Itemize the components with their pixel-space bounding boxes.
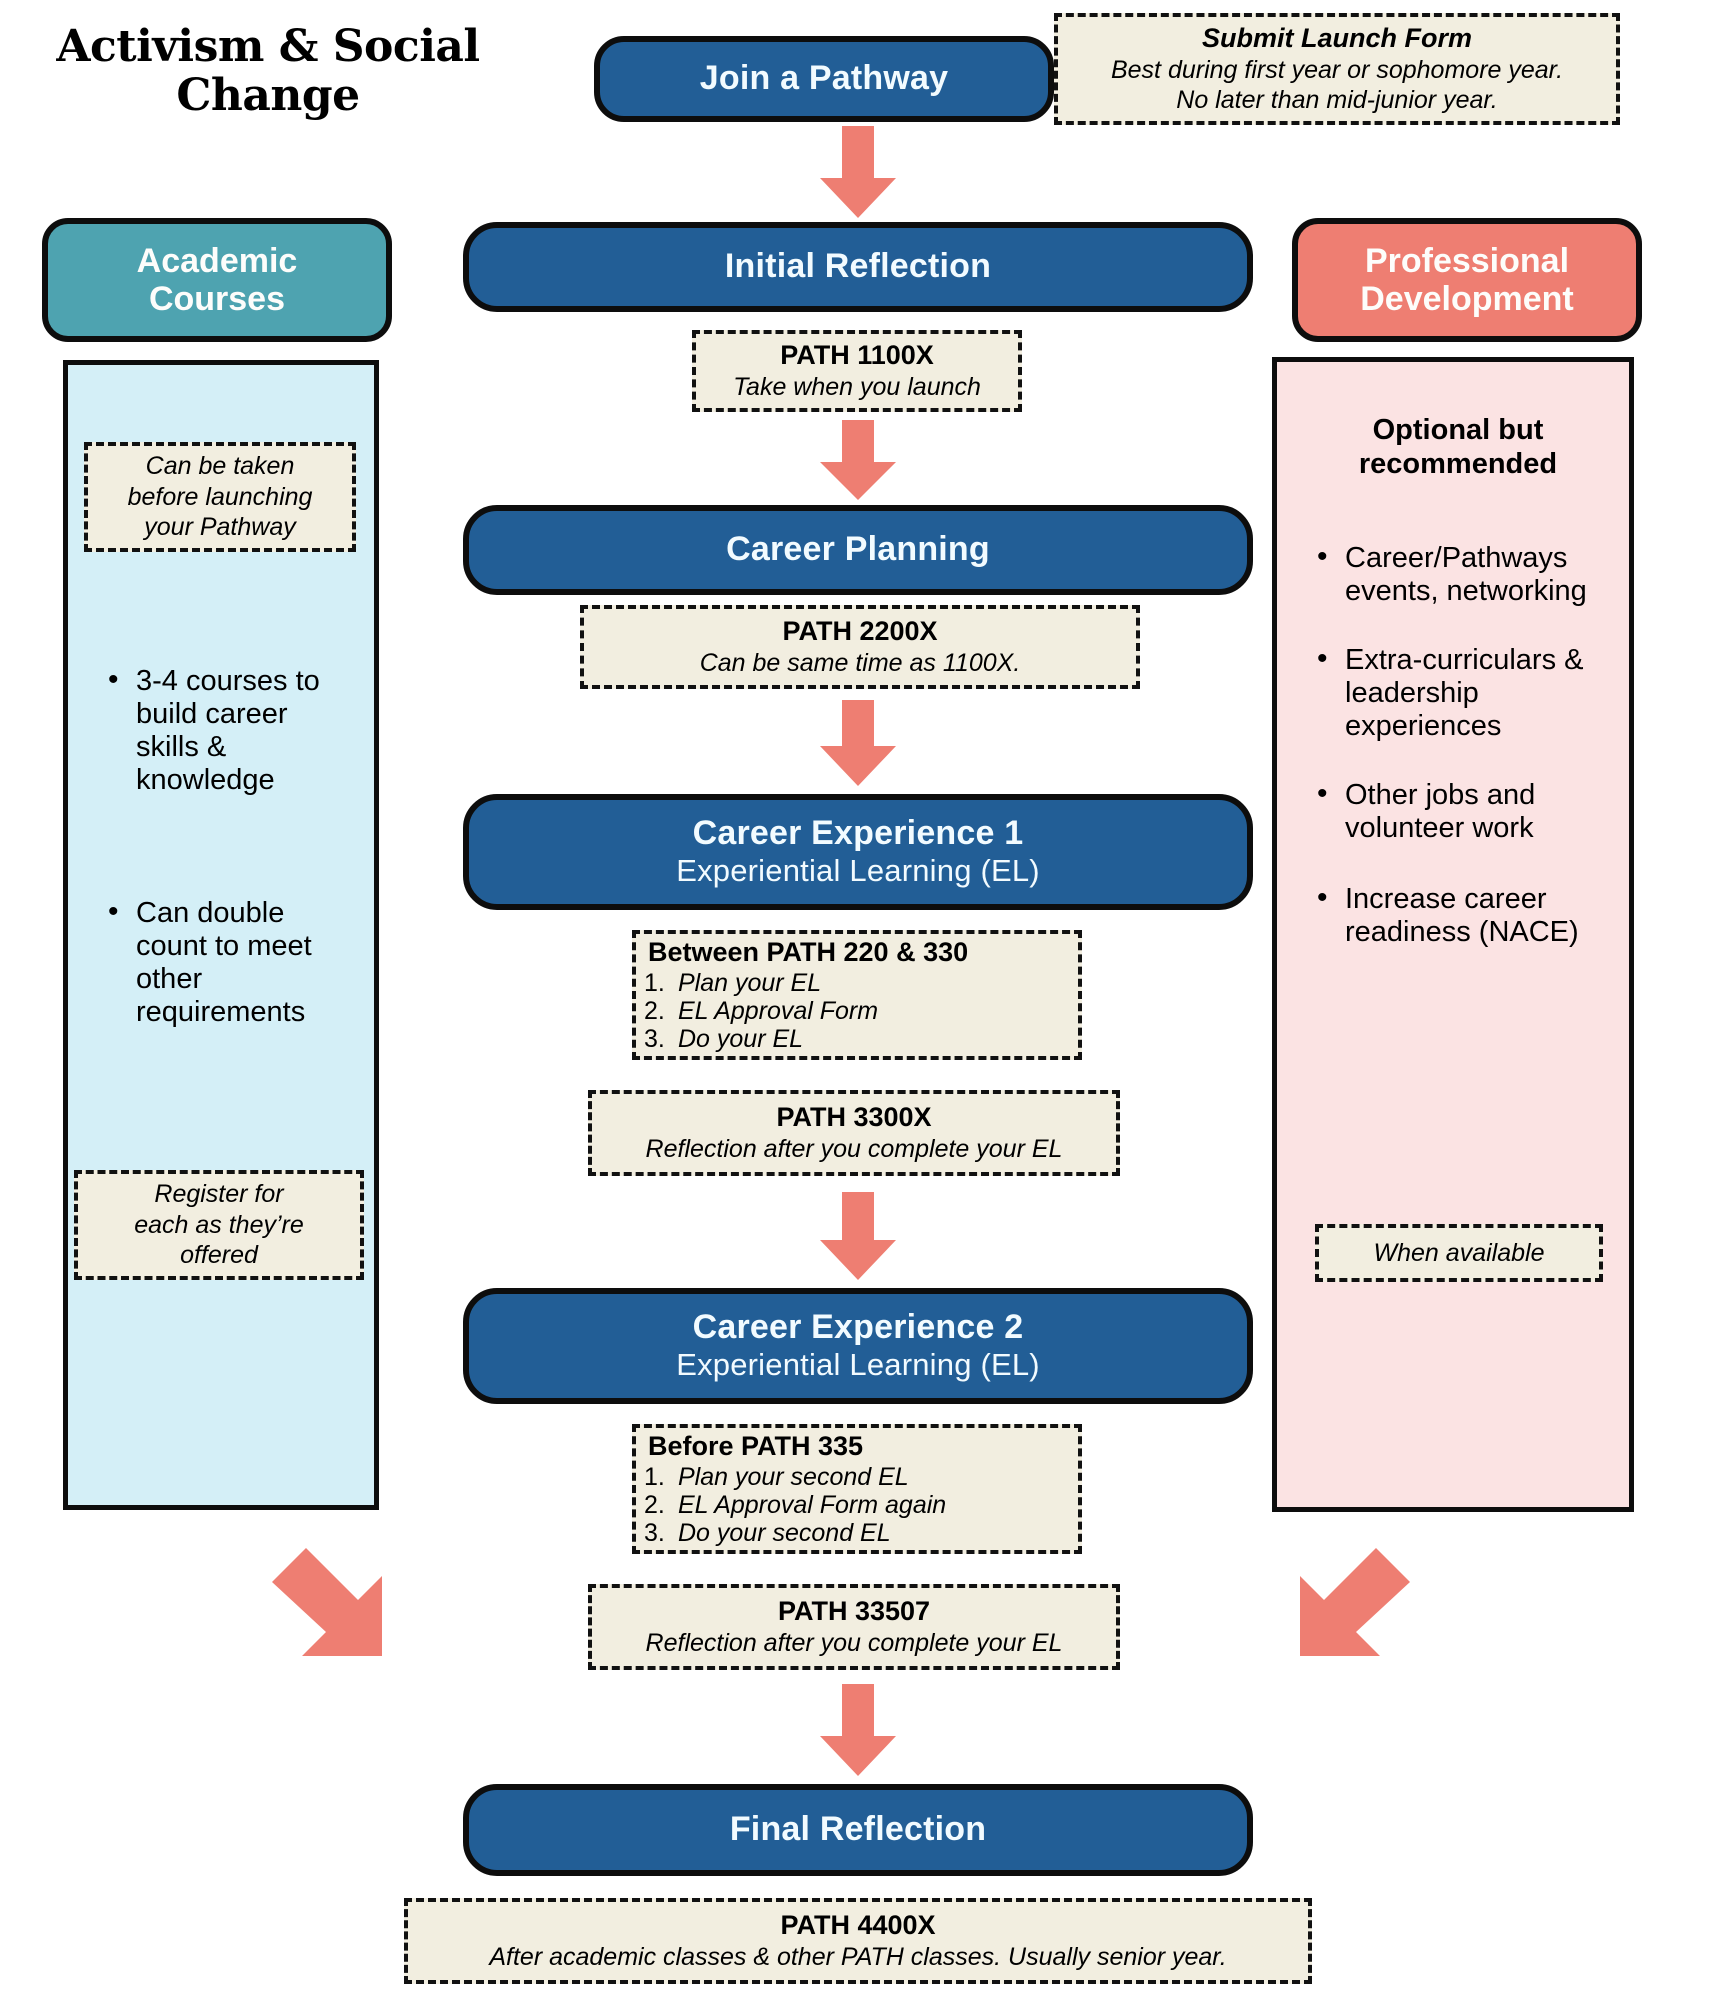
flow-box-title: Final Reflection	[729, 1810, 987, 1849]
callout-line-2: No later than mid-junior year.	[1176, 85, 1498, 114]
professional-subtitle-line1: Optional but	[1372, 414, 1544, 446]
callout-line-1: When available	[1373, 1238, 1545, 1267]
list-item: Increase career readiness (NACE)	[1311, 881, 1611, 949]
flow-box-join-a-pathway[interactable]: Join a Pathway	[594, 36, 1054, 122]
flow-box-subtitle: Experiential Learning (EL)	[676, 1346, 1040, 1382]
list-item: Other jobs and volunteer work	[1311, 777, 1611, 845]
professional-subtitle-line2: recommended	[1358, 447, 1558, 480]
flow-box-final-reflection[interactable]: Final Reflection	[463, 1784, 1253, 1876]
callout-line-3: offered	[180, 1241, 258, 1270]
list-number: 2.	[644, 1490, 665, 1519]
callout-path-2200x: PATH 2200X Can be same time as 1100X.	[580, 605, 1140, 689]
list-number: 3.	[644, 1518, 665, 1547]
list-item: 3-4 courses to build career skills & kno…	[102, 663, 352, 797]
list-item: Career/Pathways events, networking	[1311, 540, 1611, 608]
flow-box-title: Career Experience 1	[692, 814, 1024, 853]
arrow-diagonal-down-left-icon	[1300, 1548, 1410, 1656]
callout-before-path-335: Before PATH 335 1. Plan your second EL 2.…	[632, 1424, 1082, 1554]
flow-box-subtitle: Experiential Learning (EL)	[676, 852, 1040, 888]
list-item: 2. EL Approval Form again	[644, 1491, 1070, 1519]
column-header-line1: Academic	[136, 241, 298, 280]
callout-professional-when-available: When available	[1315, 1224, 1603, 1282]
column-header-line2: Courses	[148, 280, 286, 318]
list-item-label: EL Approval Form	[678, 996, 879, 1025]
arrow-down-icon-3	[820, 700, 896, 786]
callout-title: PATH 3300X	[776, 1102, 932, 1133]
callout-step-list: 1. Plan your second EL 2. EL Approval Form…	[644, 1463, 1070, 1547]
list-item: 2. EL Approval Form	[644, 997, 1070, 1025]
callout-line-1: Register for	[154, 1180, 284, 1209]
callout-subtitle: Reflection after you complete your EL	[645, 1134, 1063, 1163]
callout-title: Before PATH 335	[648, 1431, 864, 1462]
callout-line-1: Can be taken	[145, 452, 295, 481]
callout-academic-register: Register for each as they’re offered	[74, 1170, 364, 1280]
page-title-line1: Activism & Social	[56, 21, 480, 72]
column-body-academic-courses: Can be taken before launching your Pathw…	[63, 360, 379, 1510]
callout-title: PATH 2200X	[782, 616, 938, 647]
column-body-professional-development: Optional but recommended Career/Pathways…	[1272, 357, 1634, 1512]
list-number: 2.	[644, 996, 665, 1025]
callout-subtitle: Can be same time as 1100X.	[699, 648, 1021, 677]
callout-line-2: before launching	[127, 482, 313, 511]
list-item: 1. Plan your EL	[644, 969, 1070, 997]
column-header-professional-development: Professional Development	[1292, 218, 1642, 342]
callout-line-3: your Pathway	[144, 513, 296, 542]
column-header-line2: Development	[1360, 280, 1574, 318]
list-item: Extra-curriculars & leadership experienc…	[1311, 642, 1611, 743]
flow-box-title: Career Planning	[726, 530, 990, 569]
page-title-line2: Change	[176, 70, 360, 122]
callout-submit-launch-form: Submit Launch Form Best during first yea…	[1054, 13, 1620, 125]
professional-subtitle: Optional but recommended	[1277, 414, 1639, 481]
arrow-down-icon-4	[820, 1192, 896, 1280]
list-item: 1. Plan your second EL	[644, 1463, 1070, 1491]
list-item-label: Plan your second EL	[678, 1462, 909, 1491]
academic-bullet-list: 3-4 courses to build career skills & kno…	[102, 663, 352, 1029]
flow-box-title: Career Experience 2	[692, 1308, 1024, 1347]
list-item-label: EL Approval Form again	[678, 1490, 947, 1519]
callout-academic-before-launch: Can be taken before launching your Pathw…	[84, 442, 356, 552]
column-header-line1: Professional	[1364, 241, 1570, 280]
list-number: 1.	[644, 1462, 665, 1491]
callout-line-2: each as they’re	[134, 1210, 304, 1239]
list-item: 3. Do your second EL	[644, 1519, 1070, 1547]
callout-path-33507: PATH 33507 Reflection after you complete…	[588, 1584, 1120, 1670]
arrow-down-icon-2	[820, 420, 896, 500]
list-item-label: Do your EL	[678, 1024, 804, 1053]
flow-box-career-experience-2[interactable]: Career Experience 2 Experiential Learnin…	[463, 1288, 1253, 1404]
callout-subtitle: Take when you launch	[733, 372, 981, 401]
callout-subtitle: After academic classes & other PATH clas…	[489, 1942, 1227, 1971]
callout-title: PATH 4400X	[780, 1910, 936, 1941]
page-title: Activism & Social Change	[18, 22, 518, 121]
flow-box-initial-reflection[interactable]: Initial Reflection	[463, 222, 1253, 312]
flow-box-career-planning[interactable]: Career Planning	[463, 505, 1253, 595]
flow-box-title: Join a Pathway	[699, 59, 949, 98]
list-number: 3.	[644, 1024, 665, 1053]
column-header-academic-courses: Academic Courses	[42, 218, 392, 342]
list-number: 1.	[644, 968, 665, 997]
callout-subtitle: Reflection after you complete your EL	[645, 1628, 1063, 1657]
flow-box-career-experience-1[interactable]: Career Experience 1 Experiential Learnin…	[463, 794, 1253, 910]
callout-path-4400x: PATH 4400X After academic classes & othe…	[404, 1898, 1312, 1984]
arrow-down-icon-1	[820, 126, 896, 218]
callout-step-list: 1. Plan your EL 2. EL Approval Form 3. Do y…	[644, 969, 1070, 1053]
list-item-label: Do your second EL	[678, 1518, 891, 1547]
callout-title: PATH 33507	[777, 1596, 931, 1627]
list-item: Can double count to meet other requireme…	[102, 895, 352, 1029]
professional-bullet-list: Career/Pathways events, networking Extra…	[1311, 540, 1611, 949]
arrow-diagonal-down-right-icon	[272, 1548, 382, 1656]
callout-path-1100x: PATH 1100X Take when you launch	[692, 330, 1022, 412]
list-item-label: Plan your EL	[678, 968, 822, 997]
callout-line-1: Best during first year or sophomore year…	[1110, 55, 1564, 84]
flow-box-title: Initial Reflection	[724, 247, 992, 286]
arrow-down-icon-5	[820, 1684, 896, 1776]
list-item: 3. Do your EL	[644, 1025, 1070, 1053]
callout-title: Between PATH 220 & 330	[648, 937, 969, 968]
callout-title: PATH 1100X	[780, 340, 934, 371]
callout-between-path-220-330: Between PATH 220 & 330 1. Plan your EL 2.…	[632, 930, 1082, 1060]
callout-title: Submit Launch Form	[1202, 23, 1472, 54]
callout-path-3300x: PATH 3300X Reflection after you complete…	[588, 1090, 1120, 1176]
